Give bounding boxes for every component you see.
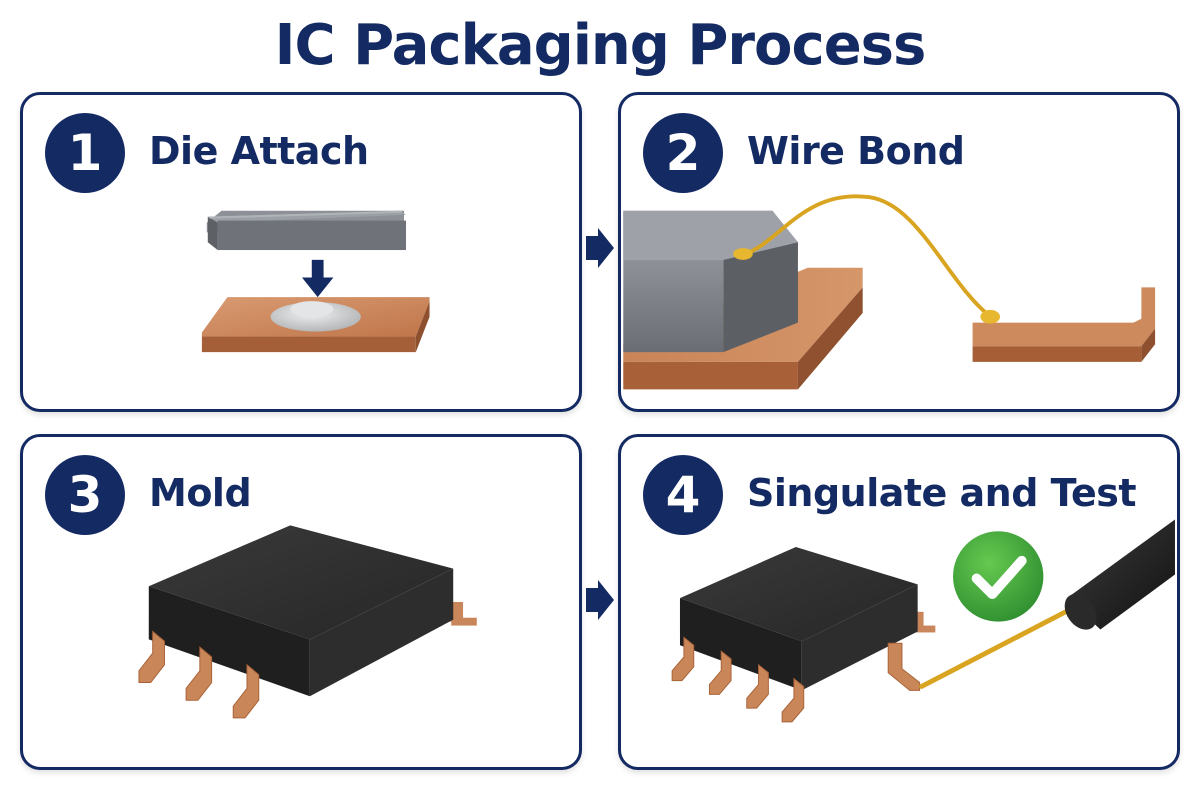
die-side — [217, 220, 406, 251]
mold-top — [679, 547, 918, 642]
step-panel-singulate-and-test: 4 Singulate and Test — [618, 434, 1180, 770]
flow-arrow-right-icon — [586, 580, 614, 620]
die-attach-illustration — [201, 210, 430, 353]
gold-bond-wire — [742, 194, 991, 317]
probe-body — [1066, 519, 1175, 630]
singulate-test-illustration — [671, 519, 1175, 723]
ball-bond — [733, 248, 753, 260]
die-side — [723, 242, 798, 353]
mold-side — [309, 568, 454, 697]
step-number-badge: 2 — [643, 113, 723, 193]
step-panel-die-attach: 1 Die Attach — [20, 92, 582, 412]
flow-arrow-right-icon — [586, 228, 614, 268]
arrow-down-icon — [301, 259, 334, 298]
diagram-title: IC Packaging Process — [274, 13, 927, 78]
probed-lead — [887, 642, 921, 691]
step-label: Wire Bond — [747, 129, 965, 173]
die-front — [623, 259, 724, 353]
step-label: Die Attach — [149, 129, 369, 173]
step-number-badge: 1 — [45, 113, 125, 193]
mold-top — [148, 525, 454, 640]
check-icon — [953, 531, 1044, 622]
step-number-badge: 3 — [45, 455, 125, 535]
mold-front — [679, 598, 802, 691]
mold-front — [148, 586, 310, 697]
step-label: Singulate and Test — [747, 471, 1137, 515]
mold-side — [801, 584, 918, 691]
wire-bond-illustration — [623, 194, 1156, 390]
molded-package-illustration — [138, 525, 477, 719]
step-number-badge: 4 — [643, 455, 723, 535]
stitch-bond — [980, 309, 1001, 324]
step-panel-mold: 3 Mold — [20, 434, 582, 770]
lead-finger — [972, 287, 1156, 347]
leadframe-pad-front — [201, 336, 416, 353]
step-label: Mold — [149, 471, 252, 515]
probe-needle — [919, 599, 1088, 689]
step-panel-wire-bond: 2 Wire Bond — [618, 92, 1180, 412]
